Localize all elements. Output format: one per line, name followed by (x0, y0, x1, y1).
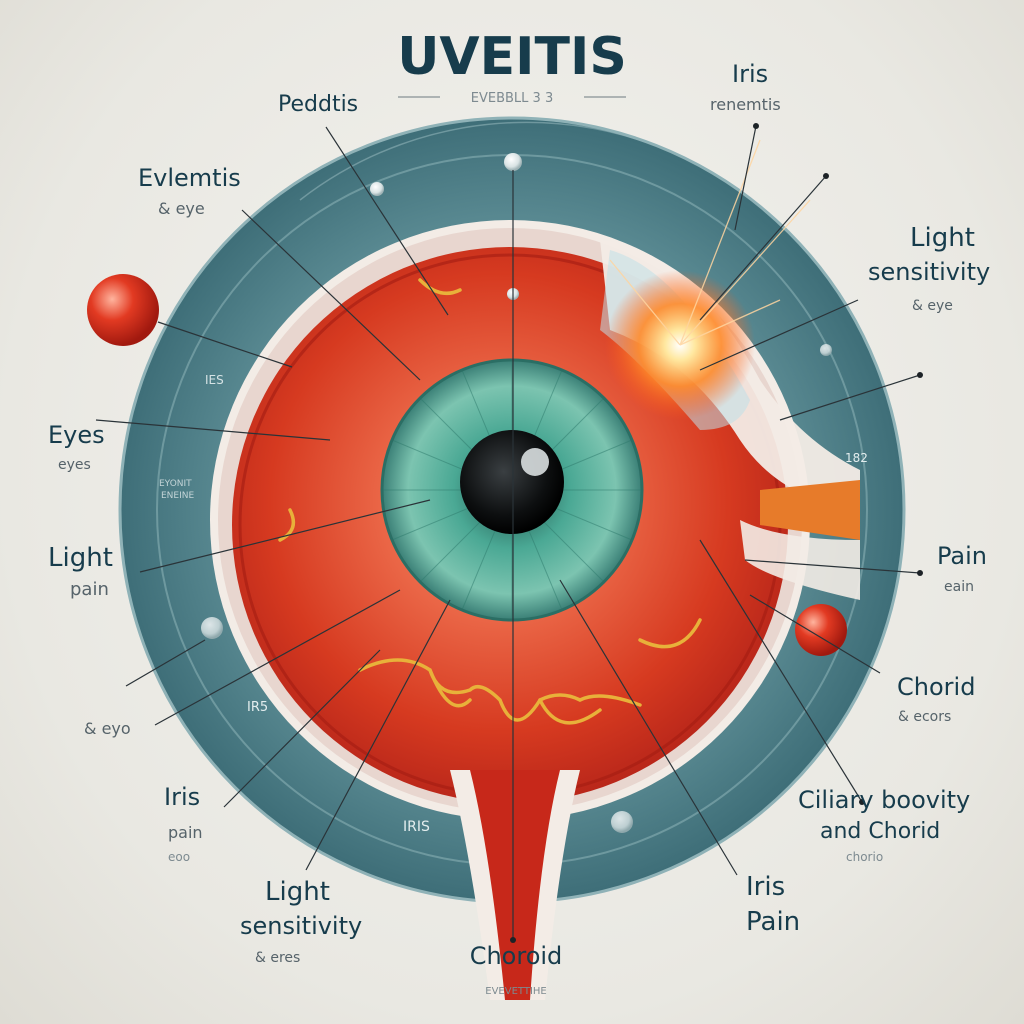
label-iris-top: Iris (732, 60, 768, 88)
ring-label-eneine: ENEINE (161, 491, 194, 501)
label-light-left-sub: pain (70, 579, 109, 600)
label-eyo: & eyo (84, 719, 131, 738)
bubble (820, 344, 832, 356)
ring-label-ies: IES (205, 373, 224, 387)
pupil (460, 430, 564, 534)
leader-lines (95, 125, 921, 940)
label-ciliary-2: and Chorid (820, 819, 940, 844)
nerve-fibers (278, 278, 702, 725)
label-iris-pain: Iris (746, 872, 785, 902)
bubble (611, 811, 633, 833)
label-chorid: Chorid (897, 673, 975, 701)
label-iris-top-sub: renemtis (710, 95, 781, 114)
label-eyes-sub: eyes (58, 457, 91, 473)
label-evlemtis-sub: & eye (158, 199, 205, 218)
label-light-right: Light (910, 223, 975, 253)
label-choroid-bottom: Choroid (470, 942, 563, 970)
bubble (504, 153, 522, 171)
bubble (370, 182, 384, 196)
label-light-bottom: Light (265, 877, 330, 907)
ring-label-iris: IRIS (403, 819, 430, 835)
bubble (201, 617, 223, 639)
label-pain: Pain (937, 542, 987, 570)
inflammation-sphere-left (87, 274, 159, 346)
label-ciliary: Ciliary boovity (798, 786, 970, 814)
title: UVEITIS (397, 27, 627, 87)
footer-text: EVEVETTIHE (485, 986, 546, 997)
label-iris-left: Iris (164, 783, 200, 811)
label-light-right-2: sensitivity (868, 258, 990, 286)
inflammation-sphere-right (795, 604, 847, 656)
label-light-left: Light (48, 543, 113, 573)
label-light-bottom-sub: & eres (255, 950, 300, 966)
label-iris-pain-2: Pain (746, 907, 800, 937)
ring-label-eyonit: EYONIT (159, 479, 192, 489)
label-evlemtis: Evlemtis (138, 164, 241, 192)
label-pain-sub: eain (944, 579, 974, 595)
ring-label-182: 182 (845, 451, 868, 465)
lens-band (760, 480, 860, 540)
label-peddtis: Peddtis (278, 92, 358, 117)
label-iris-left-sub2: eoo (168, 850, 190, 864)
subtitle: EVEBBLL 3 3 (471, 91, 553, 106)
label-light-right-sub: & eye (912, 298, 953, 314)
label-eyes: Eyes (48, 421, 105, 449)
label-ciliary-sub: chorio (846, 850, 883, 864)
label-light-bottom-2: sensitivity (240, 912, 362, 940)
label-iris-left-sub: pain (168, 823, 203, 842)
leader-dots (510, 123, 923, 943)
ring-label-ir5: IR5 (247, 700, 268, 715)
label-chorid-sub: & ecors (898, 709, 951, 725)
